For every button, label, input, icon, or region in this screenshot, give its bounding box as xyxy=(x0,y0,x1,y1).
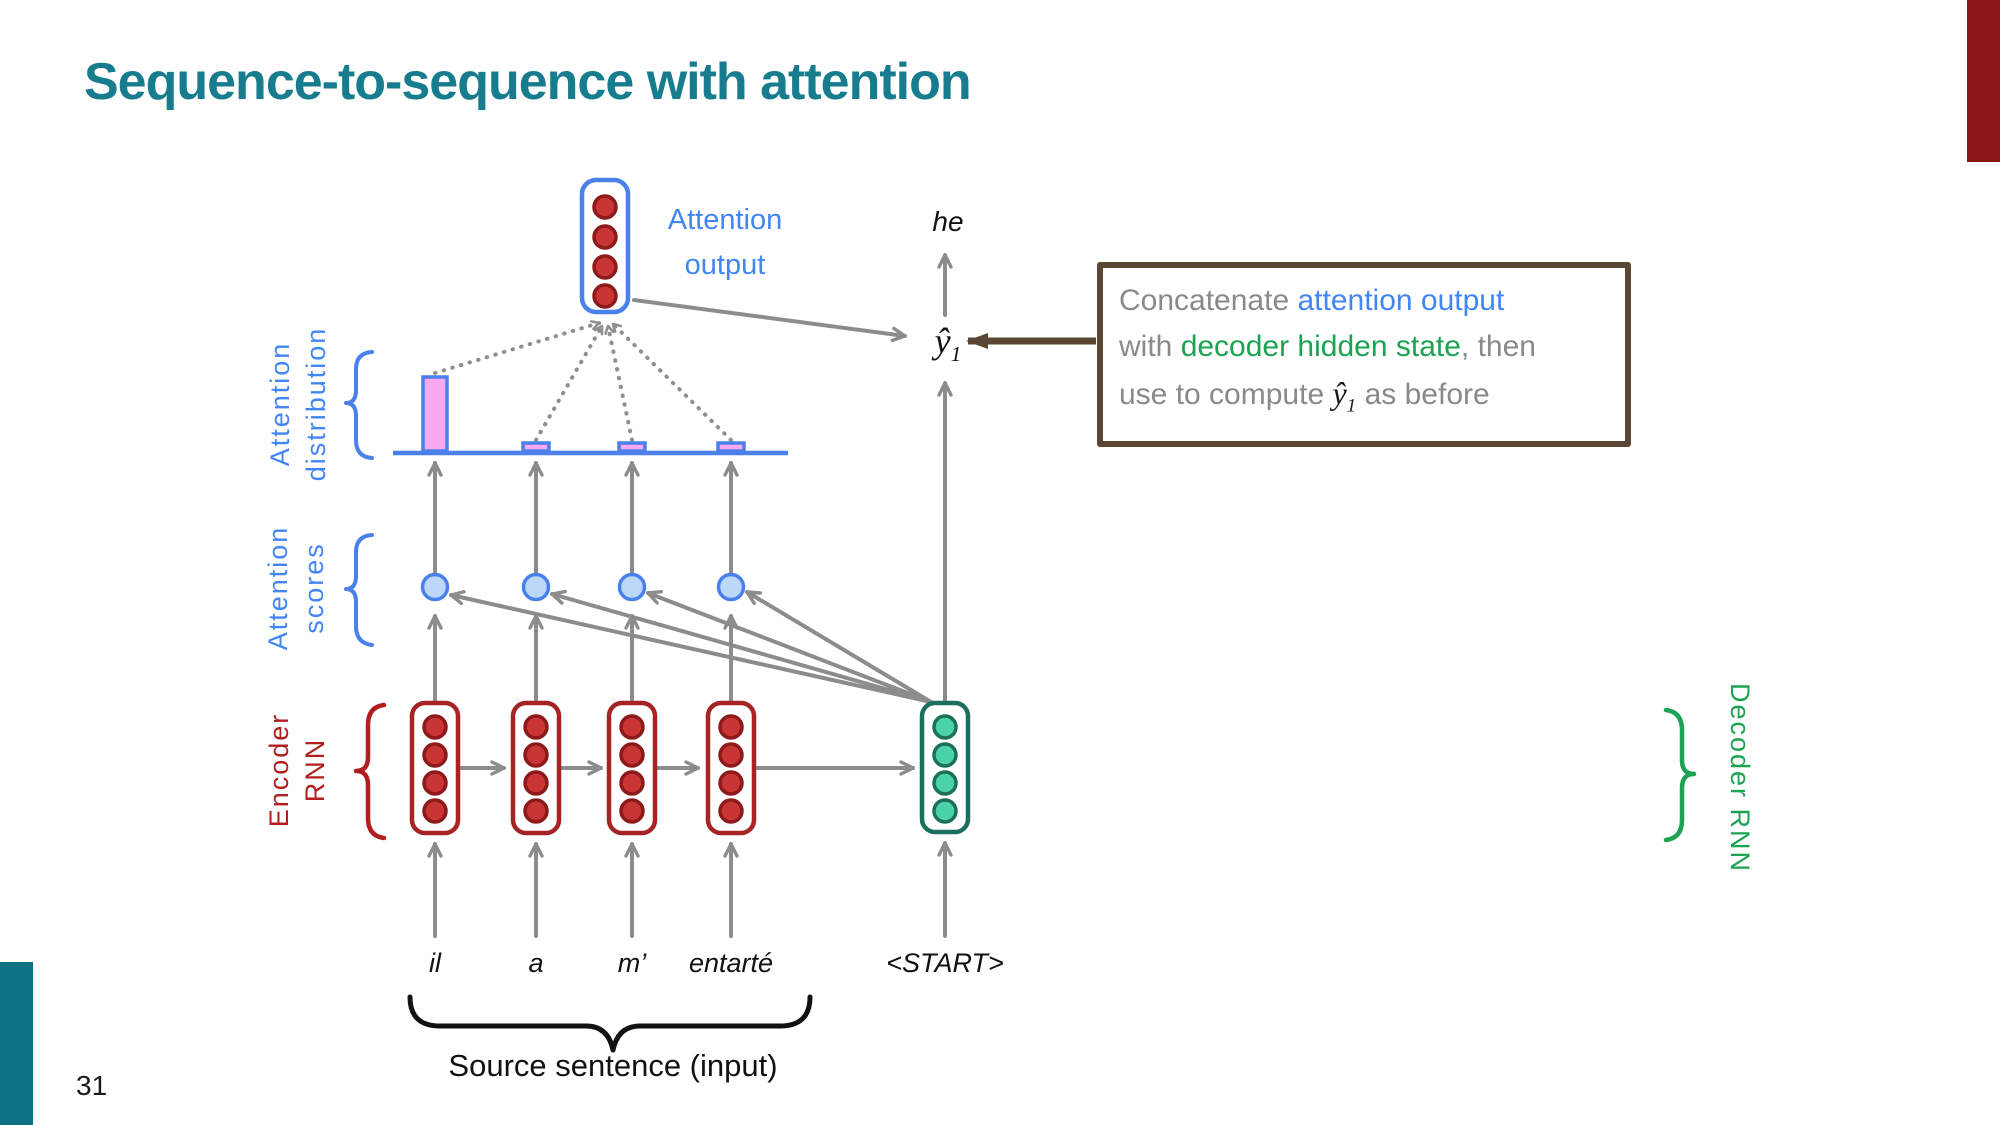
page-title: Sequence-to-sequence with attention xyxy=(84,53,972,111)
decoder-output-arrows xyxy=(632,253,953,702)
neuron-dot xyxy=(932,770,958,796)
callout-line2: with decoder hidden state, then xyxy=(1119,330,1536,363)
attention-score-dots xyxy=(420,572,746,602)
attention-output-label: Attention output xyxy=(630,198,820,288)
neuron-dot xyxy=(523,714,549,740)
source-sentence-caption: Source sentence (input) xyxy=(448,1048,778,1083)
neuron-dot xyxy=(718,714,744,740)
score-dot xyxy=(617,572,647,602)
score-arrow xyxy=(449,590,933,704)
source-sentence-brace xyxy=(407,994,813,1053)
predicted-word: he xyxy=(932,206,964,237)
decoder-rnn-label: Decoder RNN xyxy=(1725,682,1755,874)
input-arrows xyxy=(427,841,953,938)
score-arrow xyxy=(646,590,933,704)
encoder-cell-2 xyxy=(510,700,562,836)
callout-yhat-symbol: ŷ1 xyxy=(1332,375,1357,417)
attention-scores-brace xyxy=(344,533,374,647)
page-number: 31 xyxy=(76,1070,108,1101)
corner-accent-bar-bottom-left xyxy=(0,962,33,1125)
score-dot xyxy=(521,572,551,602)
bar-m xyxy=(617,441,647,453)
attention-distribution-brace xyxy=(344,350,374,460)
neuron-dot xyxy=(932,714,958,740)
yhat-symbol: ŷ1 xyxy=(934,321,962,367)
neuron-dot xyxy=(592,254,618,280)
weighted-sum-dotted-lines xyxy=(433,322,733,442)
encoder-rnn-label: Encoder RNN xyxy=(264,712,330,828)
neuron-dot xyxy=(619,798,645,824)
attention-output-cell xyxy=(579,177,631,315)
encoder-cell-3 xyxy=(606,700,658,836)
neuron-dot xyxy=(422,742,448,768)
bar-a xyxy=(521,441,551,453)
neuron-dot xyxy=(592,283,618,309)
neuron-dot xyxy=(619,770,645,796)
dotted-line xyxy=(608,324,634,442)
attention-to-yhat-arrow xyxy=(632,298,907,343)
encoder-cells xyxy=(409,700,757,836)
neuron-dot xyxy=(718,770,744,796)
callout-box: Concatenate attention output with decode… xyxy=(1097,262,1631,448)
neuron-dot xyxy=(523,798,549,824)
neuron-dot xyxy=(619,742,645,768)
attention-output-label-line1: Attention xyxy=(667,204,783,236)
score-dot xyxy=(420,572,450,602)
neuron-dot xyxy=(592,194,618,220)
callout-highlight-decoder-hidden-state: decoder hidden state xyxy=(1180,330,1461,363)
callout-line1: Concatenate attention output xyxy=(1119,284,1505,317)
encoder-cell-4 xyxy=(705,700,757,836)
column-lines xyxy=(427,461,739,703)
neuron-dot xyxy=(718,742,744,768)
score-dot xyxy=(716,572,746,602)
source-word-a: a xyxy=(528,948,544,978)
source-word-m: m’ xyxy=(617,948,647,978)
decoder-rnn-brace xyxy=(1663,707,1697,843)
neuron-dot xyxy=(592,224,618,250)
neuron-dot xyxy=(932,742,958,768)
source-word-entarte: entarté xyxy=(688,948,774,978)
start-token: <START> xyxy=(886,948,1004,978)
dotted-line xyxy=(534,324,604,442)
neuron-dot xyxy=(422,714,448,740)
neuron-dot xyxy=(422,770,448,796)
bar-entarte xyxy=(716,441,746,453)
encoder-cell-1 xyxy=(409,700,461,836)
encoder-rnn-brace xyxy=(353,702,387,841)
callout-line3: use to compute ŷ1 as before xyxy=(1119,375,1490,417)
neuron-dot xyxy=(718,798,744,824)
score-arrow xyxy=(745,590,933,704)
decoder-cell xyxy=(919,700,971,835)
attention-distribution-bars xyxy=(421,375,746,453)
score-fan-arrows xyxy=(449,589,933,704)
neuron-dot xyxy=(523,770,549,796)
corner-accent-bar-top-right xyxy=(1967,0,2000,162)
neuron-dot xyxy=(523,742,549,768)
source-word-il: il xyxy=(429,948,441,978)
callout-highlight-attention-output: attention output xyxy=(1297,284,1505,317)
dotted-line xyxy=(611,322,733,442)
neuron-dot xyxy=(422,798,448,824)
bar-il xyxy=(421,375,449,453)
score-arrow xyxy=(550,589,933,704)
neuron-dot xyxy=(619,714,645,740)
neuron-dot xyxy=(932,798,958,824)
dotted-line xyxy=(433,323,601,375)
attention-output-label-line2: output xyxy=(684,249,766,281)
